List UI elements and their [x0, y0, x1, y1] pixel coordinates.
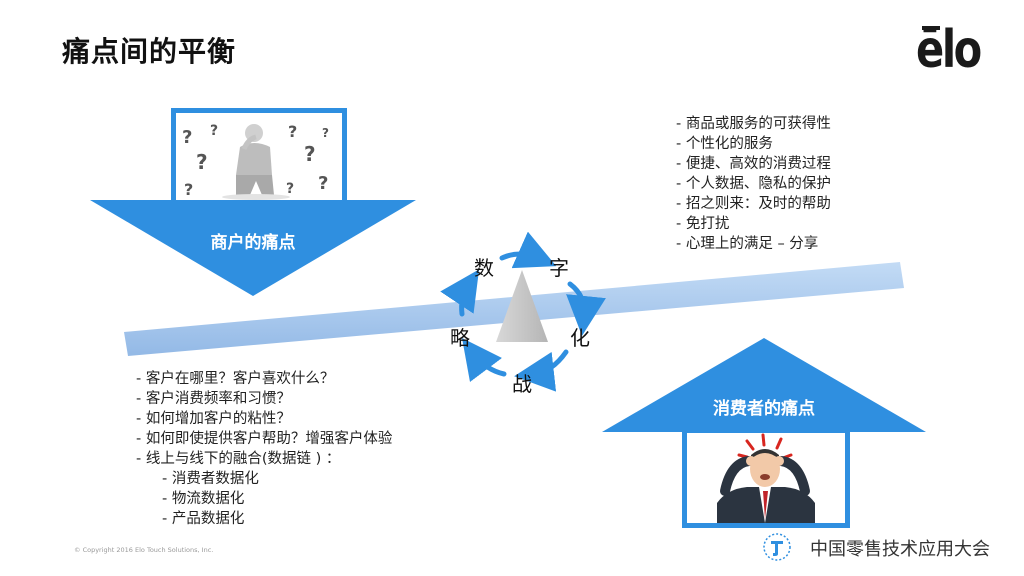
merchant-pain-label: 商户的痛点 [210, 233, 296, 253]
cycle-char-zi: 字 [549, 256, 569, 280]
cycle-char-hua: 化 [570, 326, 590, 350]
list-item: - 便捷、高效的消费过程 [676, 156, 831, 172]
cycle-char-lve: 略 [450, 326, 470, 350]
list-item: - 客户消费频率和习惯？ [136, 391, 291, 407]
elo-logo: ēlo [916, 20, 996, 76]
svg-text:?: ? [286, 181, 294, 197]
event-name: 中国零售技术应用大会 [810, 539, 990, 560]
elo-logo-text: ēlo [916, 20, 982, 80]
list-item: - 客户在哪里？客户喜欢什么？ [136, 371, 335, 387]
consumer-up-arrow [602, 338, 926, 432]
cycle-char-shu: 数 [474, 256, 494, 280]
list-item: - 如何增加客户的粘性？ [136, 411, 291, 427]
merchant-down-arrow [90, 200, 416, 296]
list-item: - 个性化的服务 [676, 136, 773, 152]
list-item: - 个人数据、隐私的保护 [676, 176, 831, 192]
cycle-arrow-left [440, 269, 480, 317]
fulcrum-triangle [496, 270, 548, 342]
list-item: - 招之则来：及时的帮助 [676, 196, 831, 212]
cycle-arrow-right [566, 281, 606, 336]
list-item: - 商品或服务的可获得性 [676, 116, 831, 132]
list-item: - 免打扰 [676, 216, 730, 232]
merchant-questions-list: - 客户在哪里？客户喜欢什么？ - 客户消费频率和习惯？ - 如何增加客户的粘性… [136, 369, 392, 529]
consumer-pain-label: 消费者的痛点 [713, 399, 815, 419]
cycle-arrow-bottom-left [461, 338, 507, 383]
merchant-thinking-image: ? ? ? ? ? ? ? ? ? [171, 108, 347, 206]
confused-person-icon: ? ? ? ? ? ? ? ? ? [182, 122, 329, 200]
svg-text:?: ? [196, 150, 208, 174]
cycle-arrow-bottom-right [514, 349, 569, 392]
svg-text:?: ? [210, 123, 218, 139]
svg-text:?: ? [288, 122, 297, 141]
list-item: - 心理上的满足 – 分享 [676, 236, 819, 252]
sub-list-item: - 消费者数据化 [162, 471, 259, 487]
event-logo-icon [763, 533, 791, 561]
list-item: - 如何即使提供客户帮助？增强客户体验 [136, 431, 393, 447]
consumer-needs-list: - 商品或服务的可获得性 - 个性化的服务 - 便捷、高效的消费过程 - 个人数… [676, 114, 831, 254]
consumer-stressed-image [682, 428, 850, 528]
svg-text:?: ? [304, 142, 316, 166]
svg-text:?: ? [182, 127, 192, 148]
svg-text:?: ? [184, 180, 193, 199]
svg-text:?: ? [322, 126, 329, 140]
stressed-person-icon [717, 433, 815, 523]
page-title: 痛点间的平衡 [62, 35, 237, 68]
copyright-text: © Copyright 2016 Elo Touch Solutions, In… [74, 546, 214, 554]
sub-list-item: - 物流数据化 [162, 491, 245, 507]
cycle-char-zhan: 战 [512, 372, 532, 396]
sub-list-item: - 产品数据化 [162, 511, 245, 527]
logo-macron [922, 26, 940, 30]
cycle-arrow-top [499, 231, 557, 269]
svg-text:?: ? [318, 173, 328, 194]
list-item: - 线上与线下的融合(数据链 ) ： [136, 451, 341, 467]
